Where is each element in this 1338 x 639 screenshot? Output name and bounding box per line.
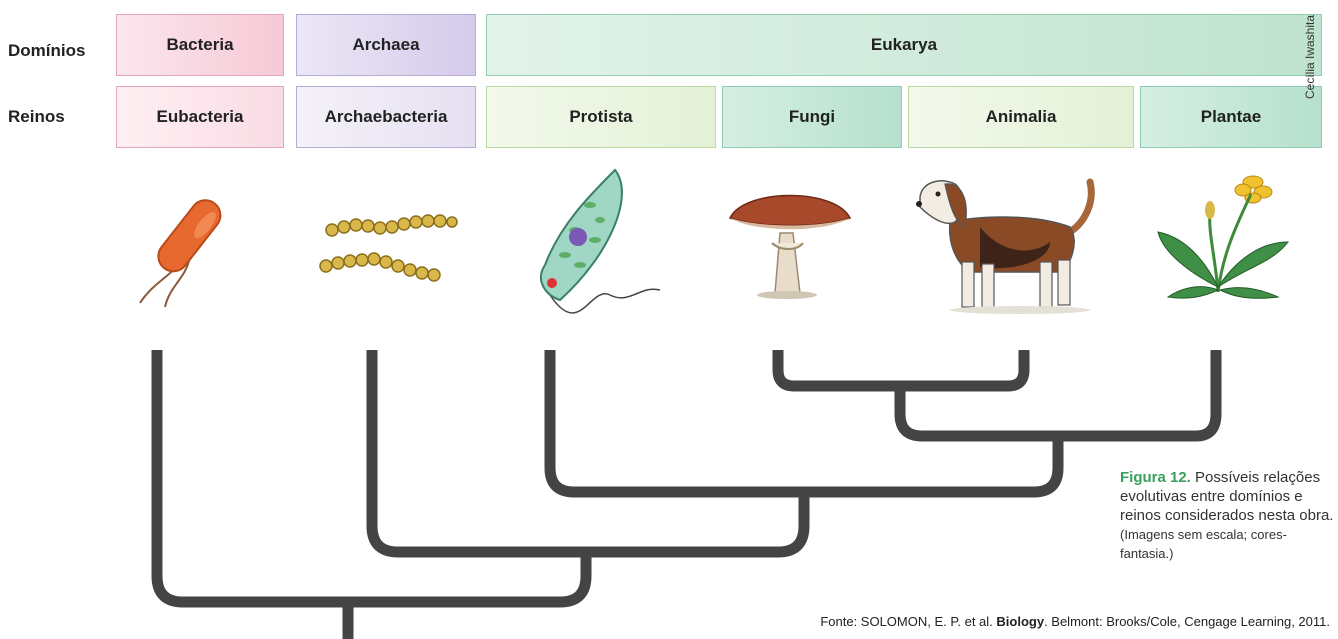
domain-eukarya: Eukarya	[486, 14, 1322, 76]
kingdom-animalia: Animalia	[908, 86, 1134, 148]
bacterium-icon	[135, 185, 255, 310]
kingdom-plantae: Plantae	[1140, 86, 1322, 148]
figure-caption: Figura 12. Possíveis relações evolutivas…	[1120, 468, 1335, 563]
kingdom-fungi: Fungi	[722, 86, 902, 148]
domains-row-label: Domínios	[8, 41, 85, 61]
caption-note: (Imagens sem escala; cores-fantasia.)	[1120, 527, 1287, 561]
plant-icon	[1148, 172, 1298, 307]
dog-icon	[910, 172, 1110, 317]
illustrator-credit: Cecília Iwashita	[1303, 15, 1317, 99]
source-citation: Fonte: SOLOMON, E. P. et al. Biology. Be…	[820, 614, 1330, 629]
kingdom-protista: Protista	[486, 86, 716, 148]
source-prefix: Fonte: SOLOMON, E. P. et al.	[820, 614, 996, 629]
source-title: Biology	[996, 614, 1044, 629]
domain-archaea: Archaea	[296, 14, 476, 76]
kingdom-eubacteria: Eubacteria	[116, 86, 284, 148]
mushroom-icon	[725, 183, 855, 303]
archaea-chain-icon	[318, 210, 458, 290]
source-suffix: . Belmont: Brooks/Cole, Cengage Learning…	[1044, 614, 1330, 629]
kingdom-archaebacteria: Archaebacteria	[296, 86, 476, 148]
kingdoms-row-label: Reinos	[8, 107, 65, 127]
euglena-icon	[520, 165, 670, 330]
domain-bacteria: Bacteria	[116, 14, 284, 76]
figure-number: Figura 12.	[1120, 469, 1191, 486]
